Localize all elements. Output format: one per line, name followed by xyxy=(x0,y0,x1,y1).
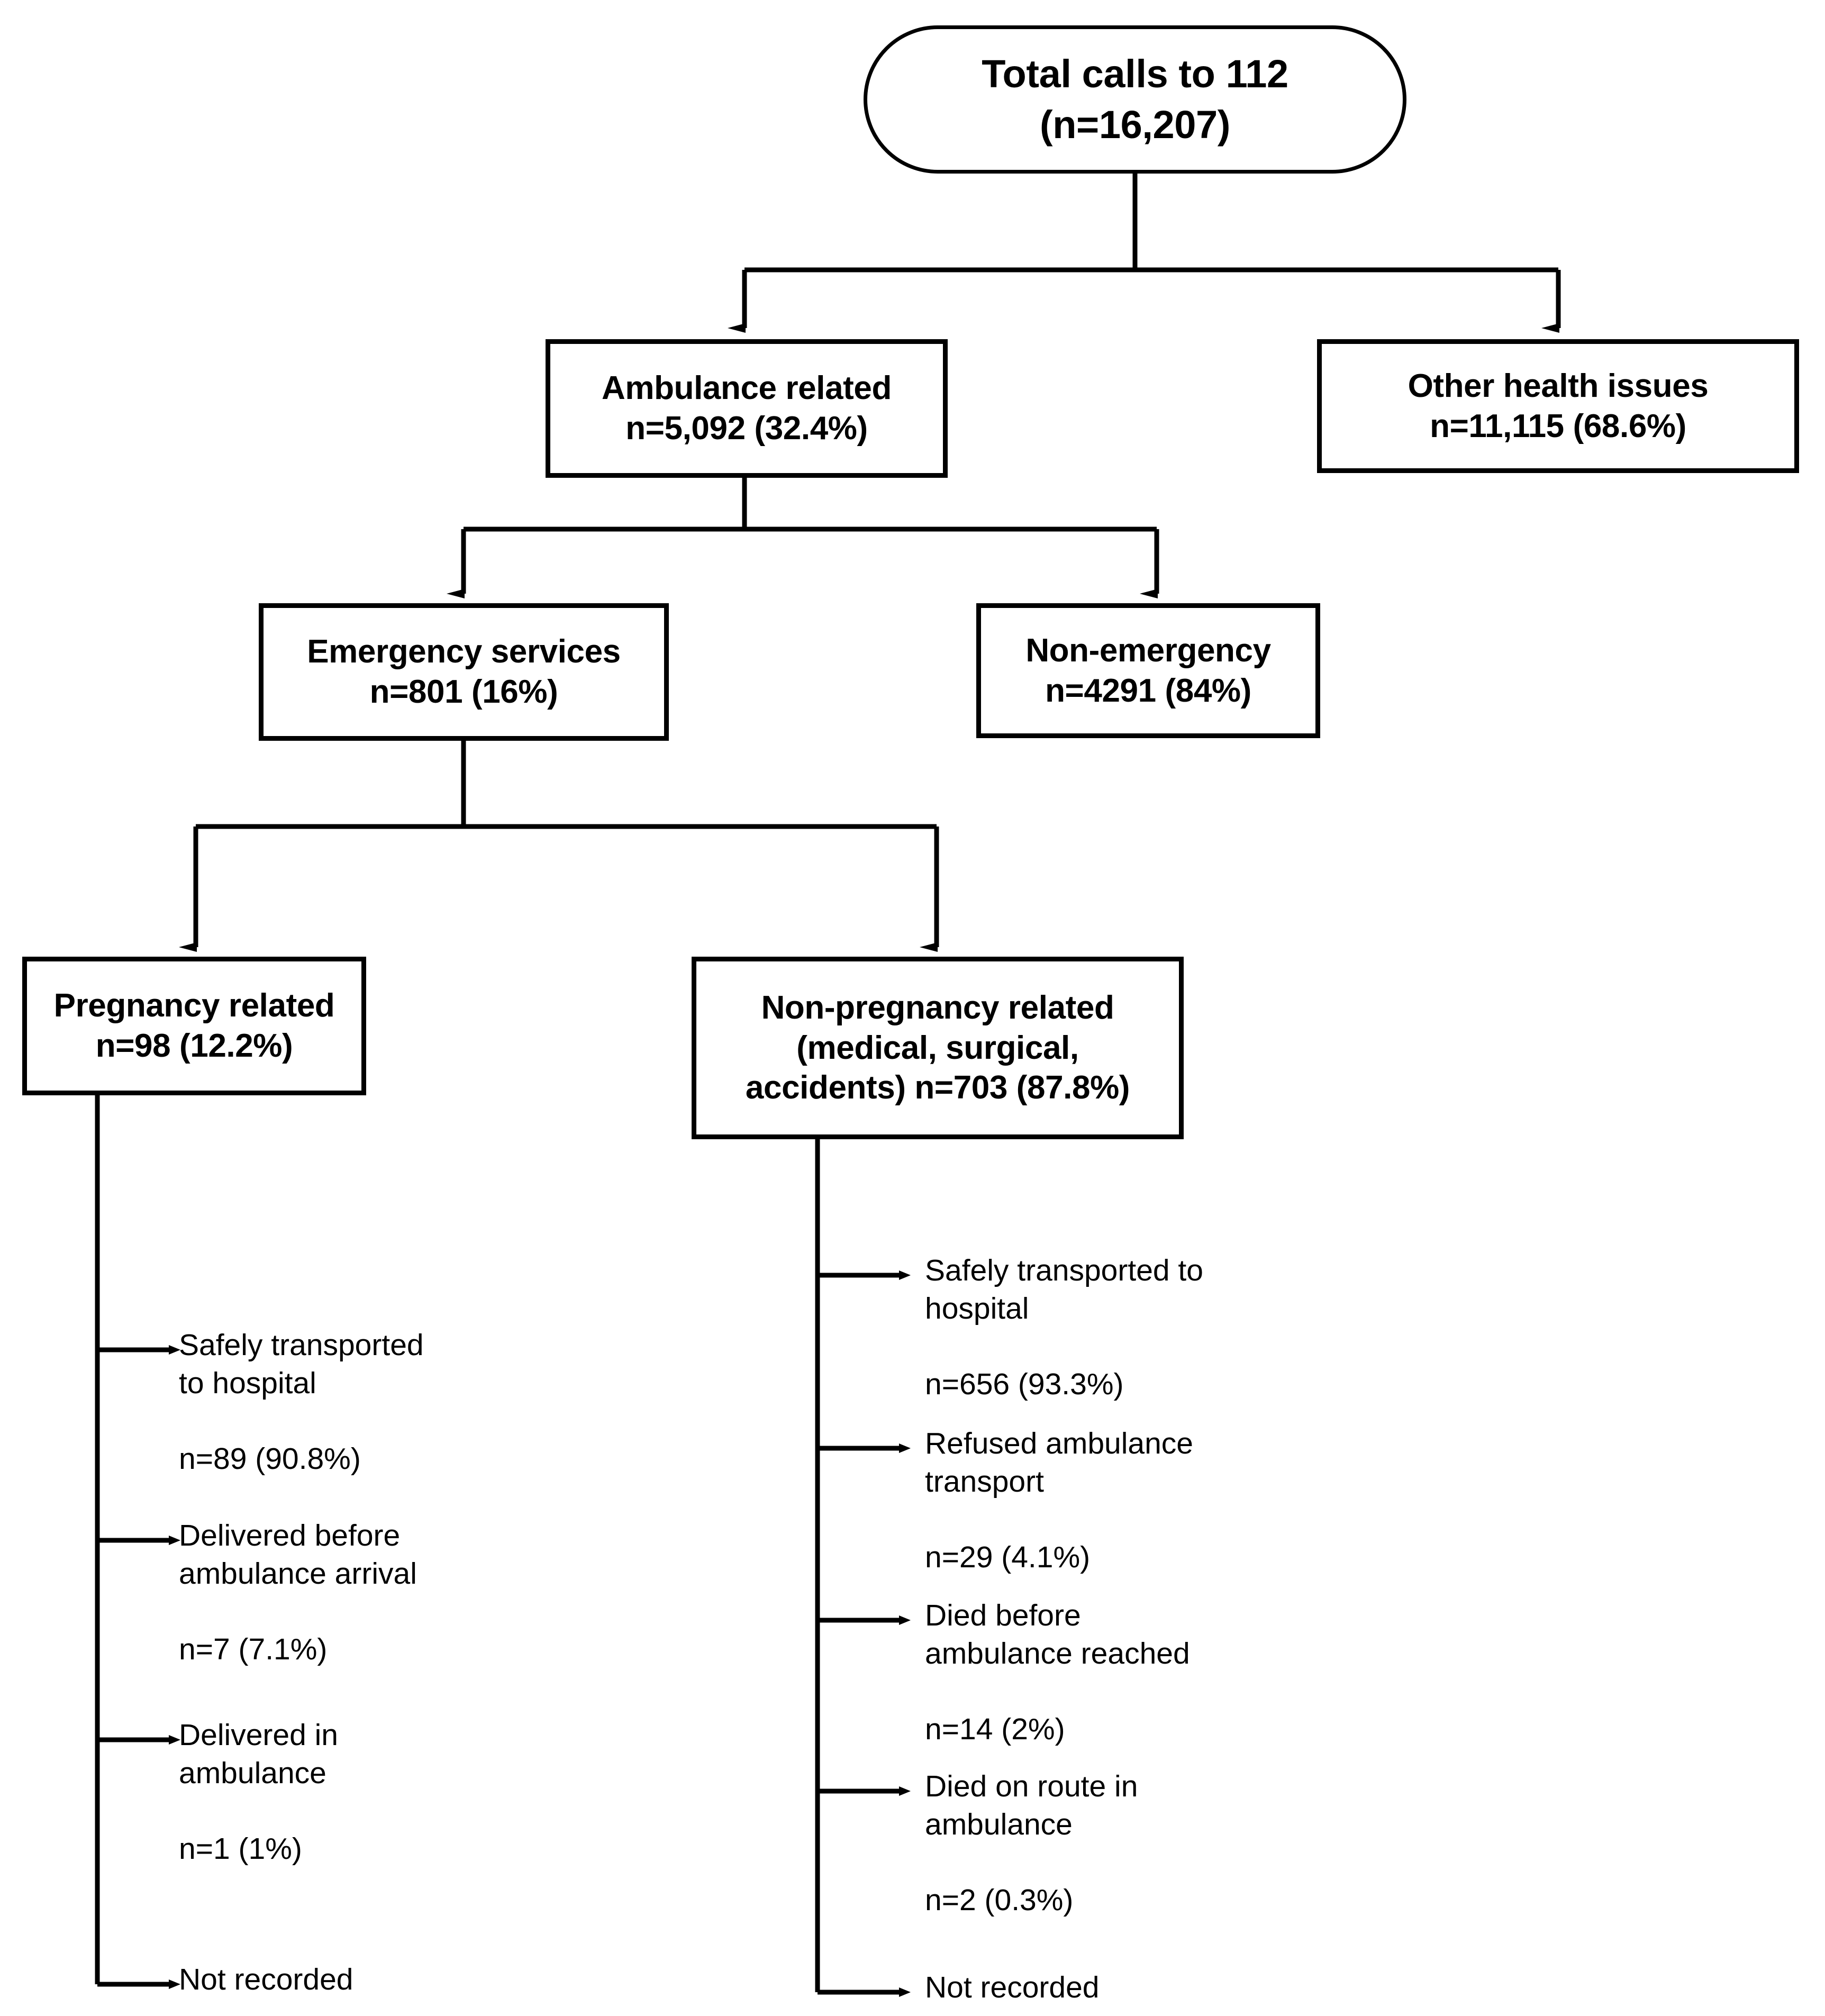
leaf-count: n=656 (93.3%) xyxy=(925,1367,1124,1402)
leaf-label: Safely transported to hospital xyxy=(179,1328,424,1400)
node-total-calls[interactable]: Total calls to 112 (n=16,207) xyxy=(864,25,1406,174)
node-ambulance-related-count: n=5,092 (32.4%) xyxy=(625,410,868,447)
leaf-count: n=89 (90.8%) xyxy=(179,1442,361,1476)
node-other-health-issues[interactable]: Other health issues n=11,115 (68.6%) xyxy=(1317,339,1799,473)
leaf-label: Refused ambulance transport xyxy=(925,1426,1193,1499)
edge-nonpregnancy-outcomes xyxy=(815,1138,911,1997)
node-non-emergency-count: n=4291 (84%) xyxy=(1045,672,1251,709)
leaf-label: Safely transported to hospital xyxy=(925,1253,1203,1325)
leaf-non-pregnancy-outcome-4: Died on route in ambulance n=2 (0.3%) xyxy=(925,1730,1295,1958)
node-pregnancy-related[interactable]: Pregnancy related n=98 (12.2%) xyxy=(22,957,366,1095)
node-non-emergency[interactable]: Non-emergency n=4291 (84%) xyxy=(976,603,1320,738)
node-non-pregnancy-related[interactable]: Non-pregnancy related (medical, surgical… xyxy=(692,957,1184,1139)
node-other-health-issues-count: n=11,115 (68.6%) xyxy=(1430,407,1686,444)
leaf-non-pregnancy-outcome-1: Safely transported to hospital n=656 (93… xyxy=(925,1214,1295,1442)
leaf-non-pregnancy-outcome-5: Not recorded n=2 (0.3%) xyxy=(925,1931,1295,2016)
leaf-label: Delivered in ambulance xyxy=(179,1718,338,1790)
leaf-non-pregnancy-outcome-2: Refused ambulance transport n=29 (4.1%) xyxy=(925,1387,1295,1615)
leaf-non-pregnancy-outcome-3: Died before ambulance reached n=14 (2%) xyxy=(925,1559,1295,1787)
leaf-pregnancy-outcome-1: Safely transported to hospital n=89 (90.… xyxy=(179,1288,507,1516)
leaf-pregnancy-outcome-2: Delivered before ambulance arrival n=7 (… xyxy=(179,1479,507,1707)
leaf-count: n=29 (4.1%) xyxy=(925,1540,1091,1575)
edge-root-to-level2 xyxy=(728,173,1561,333)
node-emergency-services[interactable]: Emergency services n=801 (16%) xyxy=(259,603,669,741)
node-total-calls-label: Total calls to 112 xyxy=(982,51,1288,96)
leaf-label: Died on route in ambulance xyxy=(925,1769,1138,1841)
node-total-calls-count: (n=16,207) xyxy=(1039,103,1231,147)
edge-pregnancy-outcomes xyxy=(95,1095,180,1989)
node-pregnancy-related-count: n=98 (12.2%) xyxy=(95,1028,293,1064)
node-ambulance-related-label: Ambulance related xyxy=(602,370,892,407)
node-emergency-services-count: n=801 (16%) xyxy=(369,674,558,710)
node-emergency-services-label: Emergency services xyxy=(307,633,621,670)
leaf-label: Delivered before ambulance arrival xyxy=(179,1518,417,1591)
leaf-count: n=2 (0.3%) xyxy=(925,1883,1074,1918)
leaf-count: n=1 (1%) xyxy=(179,1832,302,1866)
node-non-pregnancy-related-line3: accidents) n=703 (87.8%) xyxy=(745,1069,1130,1106)
node-non-pregnancy-related-line2: (medical, surgical, xyxy=(796,1029,1079,1066)
node-other-health-issues-label: Other health issues xyxy=(1408,367,1709,404)
leaf-pregnancy-outcome-3: Delivered in ambulance n=1 (1%) xyxy=(179,1678,507,1906)
leaf-count: n=7 (7.1%) xyxy=(179,1632,328,1667)
edge-emergency-to-level4 xyxy=(179,741,939,952)
leaf-label: Died before ambulance reached xyxy=(925,1598,1190,1670)
leaf-label: Not recorded xyxy=(179,1962,353,1996)
node-pregnancy-related-label: Pregnancy related xyxy=(53,987,335,1024)
node-ambulance-related[interactable]: Ambulance related n=5,092 (32.4%) xyxy=(546,339,948,478)
leaf-pregnancy-outcome-4: Not recorded n=1 (1%) xyxy=(179,1923,507,2016)
node-non-pregnancy-related-line1: Non-pregnancy related xyxy=(761,989,1114,1027)
node-non-emergency-label: Non-emergency xyxy=(1025,632,1271,669)
leaf-count: n=14 (2%) xyxy=(925,1712,1065,1747)
leaf-label: Not recorded xyxy=(925,1970,1100,2004)
edge-ambulance-to-level3 xyxy=(447,477,1159,598)
